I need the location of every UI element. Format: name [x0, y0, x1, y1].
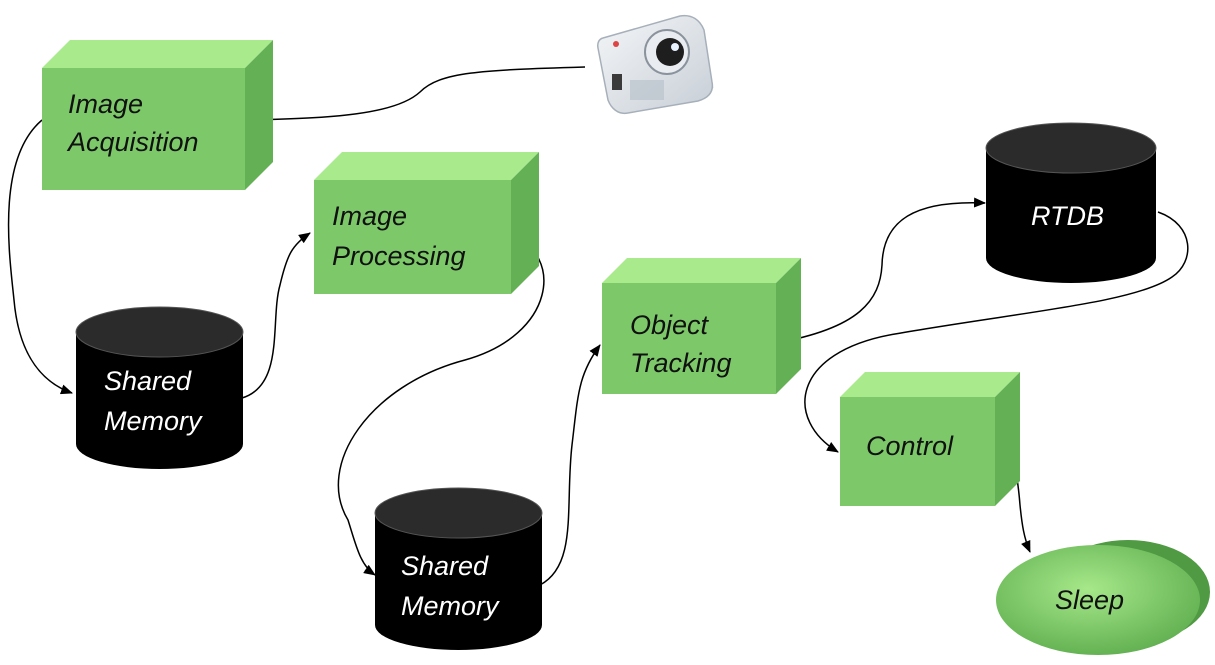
node-image-processing: Image Processing	[314, 152, 539, 294]
arrow-camera-to-acquisition	[251, 66, 586, 125]
box-top-face	[840, 372, 1020, 397]
cylinder-top	[985, 122, 1157, 174]
shared-memory-1-label-line1: Shared	[104, 366, 192, 396]
cylinder-top	[374, 487, 543, 539]
image-acquisition-label-line1: Image	[68, 89, 143, 119]
arrow-processing-to-shared-memory-2	[337, 233, 545, 576]
camera-icon	[597, 14, 714, 115]
arrow-shared-memory-2-to-tracking	[539, 344, 601, 586]
box-side-face	[245, 40, 273, 190]
box-top-face	[314, 152, 539, 180]
cylinder-bottom	[986, 233, 1156, 283]
arrow-shared-memory-1-to-processing	[241, 232, 311, 399]
node-shared-memory-1: Shared Memory	[75, 306, 244, 469]
box-side-face	[776, 258, 801, 394]
connectors	[7, 66, 1189, 586]
cylinder-top	[75, 306, 244, 358]
cylinder-bottom	[375, 600, 542, 650]
camera-led	[613, 41, 619, 47]
box-top-face	[602, 258, 801, 283]
box-top-face	[42, 40, 273, 68]
sleep-label: Sleep	[1055, 585, 1124, 615]
node-rtdb: RTDB	[985, 122, 1157, 283]
arrow-rtdb-to-control	[804, 211, 1189, 453]
box-front-face	[840, 397, 995, 506]
camera-board	[630, 80, 664, 100]
cylinder-bottom	[76, 419, 243, 469]
image-processing-label-line2: Processing	[332, 241, 466, 271]
shared-memory-2-label-line2: Memory	[401, 591, 500, 621]
object-tracking-label-line1: Object	[630, 310, 710, 340]
camera-chip	[612, 74, 622, 90]
rtdb-label: RTDB	[1031, 201, 1104, 231]
box-side-face	[511, 152, 539, 294]
box-side-face	[995, 372, 1020, 506]
camera-lens-highlight	[671, 43, 679, 51]
arrow-tracking-to-rtdb	[775, 197, 986, 344]
image-acquisition-label-line2: Acquisition	[66, 127, 199, 157]
object-tracking-label-line2: Tracking	[630, 348, 732, 378]
camera-lens	[656, 38, 684, 66]
node-shared-memory-2: Shared Memory	[374, 487, 543, 650]
box-front-face	[314, 180, 511, 294]
arrow-acquisition-to-shared-memory-1	[7, 119, 73, 395]
node-object-tracking: Object Tracking	[602, 258, 801, 394]
box-front-face	[602, 283, 776, 394]
control-label: Control	[866, 431, 954, 461]
node-control: Control	[840, 372, 1020, 506]
node-sleep: Sleep	[996, 540, 1210, 655]
image-processing-label-line1: Image	[332, 201, 407, 231]
shared-memory-1-label-line2: Memory	[104, 406, 203, 436]
node-image-acquisition: Image Acquisition	[42, 40, 273, 190]
sleep-disk-face	[996, 545, 1200, 655]
shared-memory-2-label-line1: Shared	[401, 551, 489, 581]
box-front-face	[42, 68, 245, 190]
